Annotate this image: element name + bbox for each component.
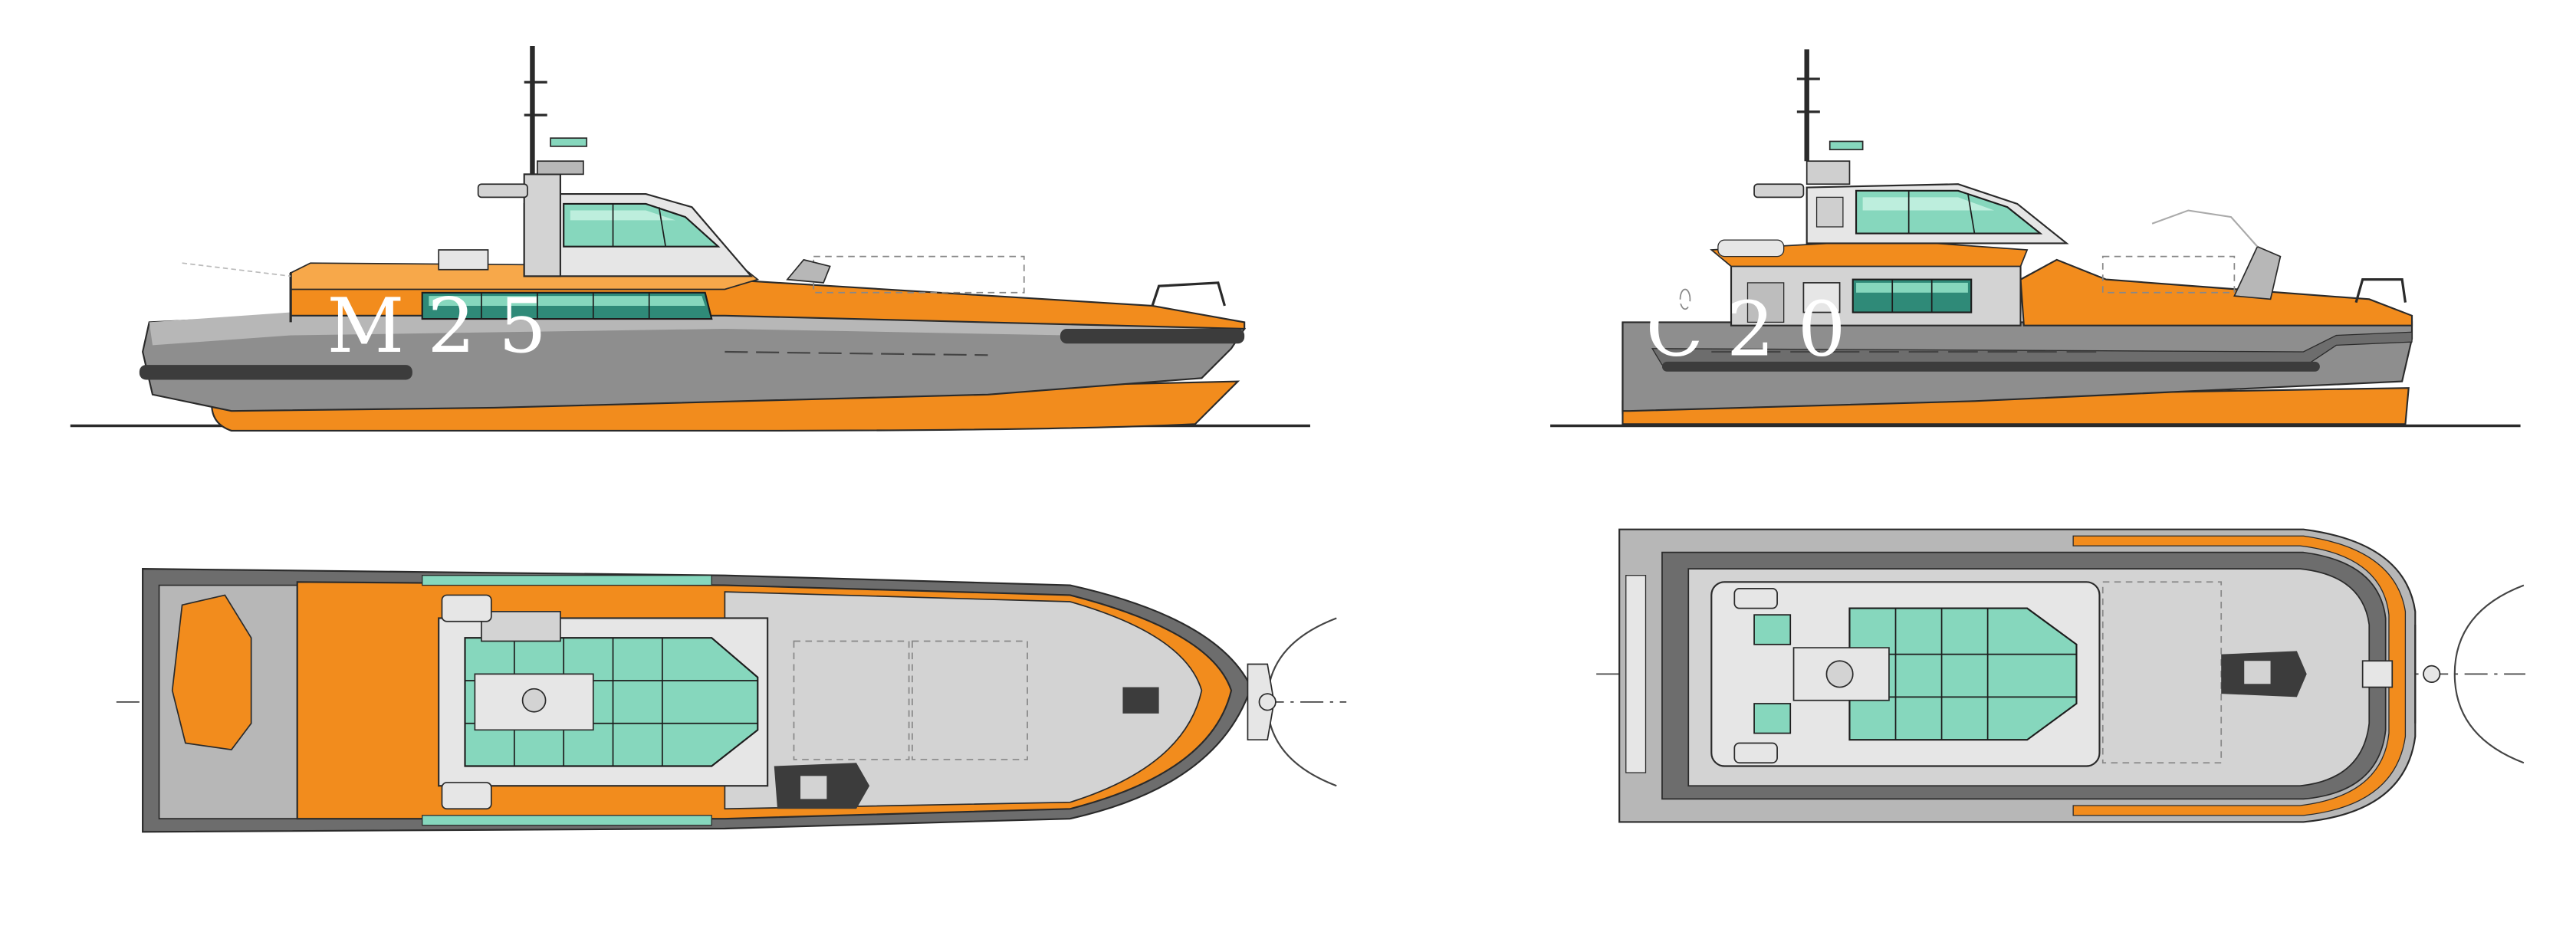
c20-crane [2233, 245, 2282, 300]
c20-hull-label: C20 [1646, 285, 1869, 373]
c20-wheelhouse-glass [1855, 189, 2043, 235]
c20-plan-view [1596, 528, 2526, 823]
m25-bow-rail [1151, 281, 1226, 307]
m25-cargo-hatch-1 [793, 640, 910, 760]
m25-aft-hatch [171, 594, 252, 750]
c20-fender [1661, 361, 2320, 372]
c20-radar [1829, 140, 1864, 151]
m25-plan-view [116, 568, 1347, 833]
m25-mast-tower [523, 173, 561, 277]
m25-side-profile: M25 [139, 46, 1247, 432]
m25-radar [550, 137, 588, 147]
c20-side-profile: C20 [1622, 49, 2413, 425]
c20-bow-roller [2423, 665, 2441, 683]
m25-fore-deck [724, 591, 1203, 810]
m25-hull-label: M25 [327, 282, 570, 370]
m25-plan-glazing [464, 637, 759, 767]
c20-plan-glazing [1848, 607, 2078, 741]
m25-fender-bow [1060, 328, 1245, 344]
m25-fender-aft [139, 365, 412, 380]
m25-cargo-hatch-2 [912, 640, 1028, 760]
c20-orange-rim [2072, 535, 2407, 816]
